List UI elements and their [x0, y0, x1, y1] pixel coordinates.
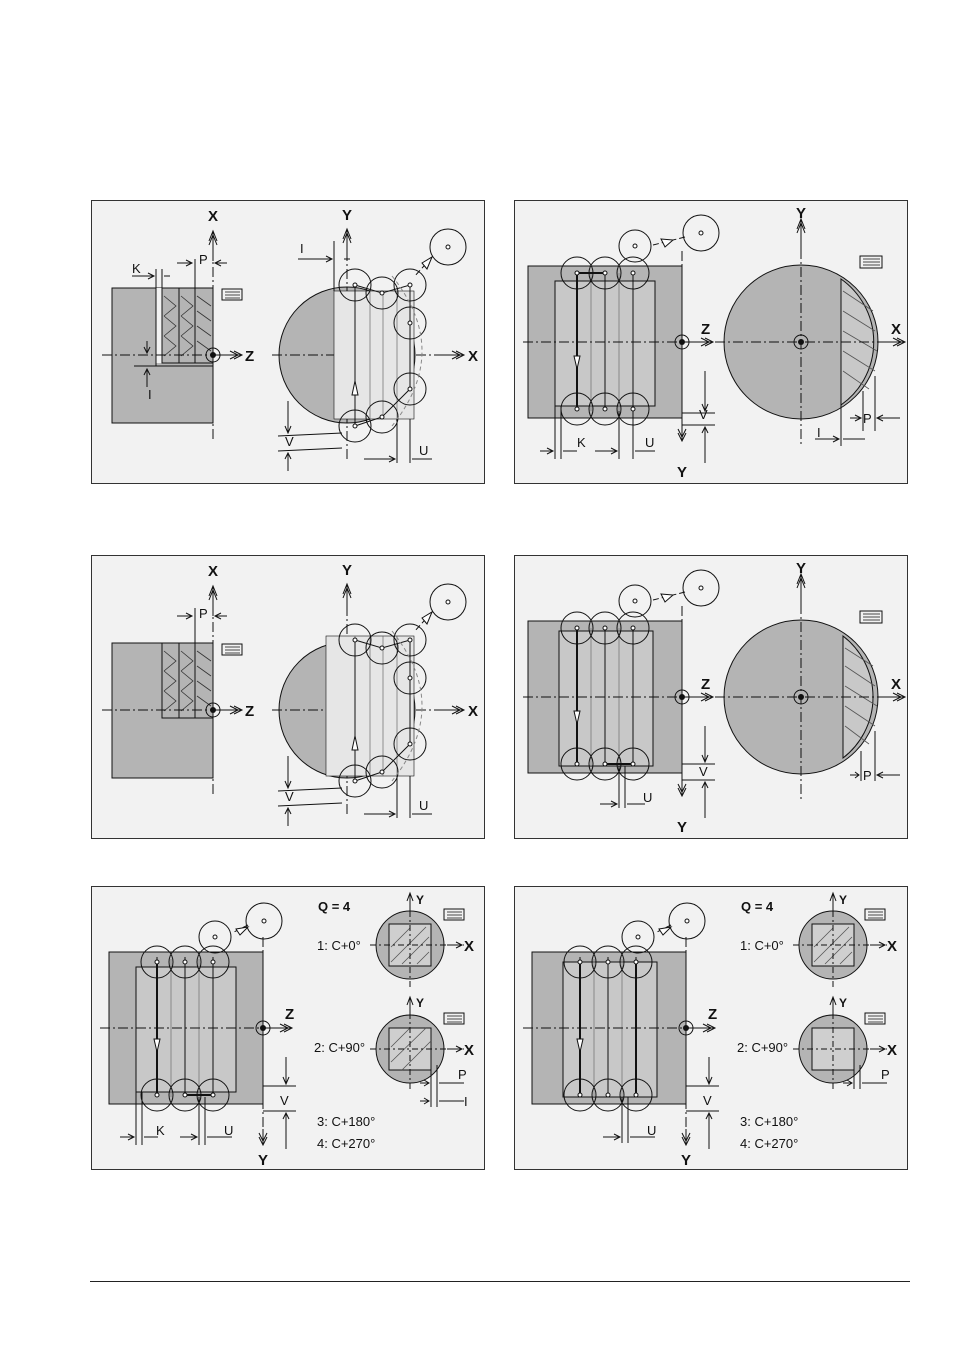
position-1: 1: C+0° [740, 938, 784, 953]
diagram-1: Z X P K I Y X I V U [102, 207, 478, 471]
diagram-3: Z X P Y X V U [102, 562, 478, 826]
position-4: 4: C+270° [317, 1136, 375, 1151]
param-k: K [132, 261, 141, 276]
diagram-5: Z Y V K U Q = 4 1: C+0° 2: C+90° 3: C+18… [100, 891, 474, 1169]
axis-x-label: X [891, 321, 901, 338]
axis-x-label-2: X [468, 703, 478, 720]
param-k: K [156, 1123, 165, 1138]
panel-face-side: Z X P Y X V U [91, 555, 485, 839]
q-title: Q = 4 [741, 899, 774, 914]
axis-y-label-2: Y [796, 205, 806, 222]
axis-y-label-3: Y [839, 996, 847, 1010]
param-p: P [199, 606, 208, 621]
param-p: P [458, 1067, 467, 1082]
param-u: U [647, 1123, 656, 1138]
param-i: I [148, 387, 152, 402]
axis-z-label: Z [245, 703, 254, 720]
diagram-6: Z Y V U Q = 4 1: C+0° 2: C+90° 3: C+180°… [523, 891, 897, 1169]
param-u: U [419, 798, 428, 813]
param-u: U [224, 1123, 233, 1138]
axis-y-label: Y [681, 1152, 691, 1169]
axis-y-label: Y [342, 207, 352, 224]
axis-y-label-2: Y [839, 893, 847, 907]
axis-z-label: Z [701, 321, 710, 338]
axis-y-label-3: Y [416, 996, 424, 1010]
axis-z-label: Z [708, 1006, 717, 1023]
position-3: 3: C+180° [317, 1114, 375, 1129]
param-p: P [863, 411, 872, 426]
axis-x-label: X [208, 563, 218, 580]
axis-y-label: Y [677, 819, 687, 836]
q-title: Q = 4 [318, 899, 351, 914]
diagram-4: Z Y V U Y X P [523, 560, 907, 836]
param-v: V [280, 1093, 289, 1108]
param-p: P [863, 768, 872, 783]
param-k: K [577, 435, 586, 450]
axis-x-label-2: X [464, 1042, 474, 1059]
param-u: U [419, 443, 428, 458]
panel-surface-K-I: Z Y V K U Y X P I [514, 200, 908, 484]
param-i: I [464, 1094, 468, 1109]
panel-polygon: Z Y V U Q = 4 1: C+0° 2: C+90° 3: C+180°… [514, 886, 908, 1170]
param-v: V [703, 1093, 712, 1108]
position-4: 4: C+270° [740, 1136, 798, 1151]
position-2: 2: C+90° [314, 1040, 365, 1055]
axis-z-label: Z [701, 676, 710, 693]
param-u: U [643, 790, 652, 805]
diagram-2: Z Y V K U Y X P I [523, 205, 907, 481]
param-u: U [645, 435, 654, 450]
param-p: P [881, 1067, 890, 1082]
param-i-2: I [300, 241, 304, 256]
axis-x-label: X [464, 938, 474, 955]
param-v: V [285, 434, 294, 449]
axis-z-label: Z [245, 348, 254, 365]
param-v: V [285, 789, 294, 804]
panel-polygon-K-I: Z Y V K U Q = 4 1: C+0° 2: C+90° 3: C+18… [91, 886, 485, 1170]
position-1: 1: C+0° [317, 938, 361, 953]
axis-y-label: Y [677, 464, 687, 481]
panel-surface: Z Y V U Y X P [514, 555, 908, 839]
axis-x-label: X [887, 938, 897, 955]
axis-x-label-2: X [468, 348, 478, 365]
param-i: I [817, 425, 821, 440]
position-3: 3: C+180° [740, 1114, 798, 1129]
axis-y-label: Y [342, 562, 352, 579]
axis-y-label-2: Y [416, 893, 424, 907]
axis-x-label: X [208, 208, 218, 225]
axis-x-label: X [891, 676, 901, 693]
param-p: P [199, 252, 208, 267]
panel-face-side-K-I: Z X P K I Y X I V U [91, 200, 485, 484]
param-v: V [699, 764, 708, 779]
axis-y-label-2: Y [796, 560, 806, 577]
axis-x-label-2: X [887, 1042, 897, 1059]
axis-z-label: Z [285, 1006, 294, 1023]
position-2: 2: C+90° [737, 1040, 788, 1055]
footer-rule [90, 1281, 910, 1282]
axis-y-label: Y [258, 1152, 268, 1169]
param-v: V [699, 407, 708, 422]
